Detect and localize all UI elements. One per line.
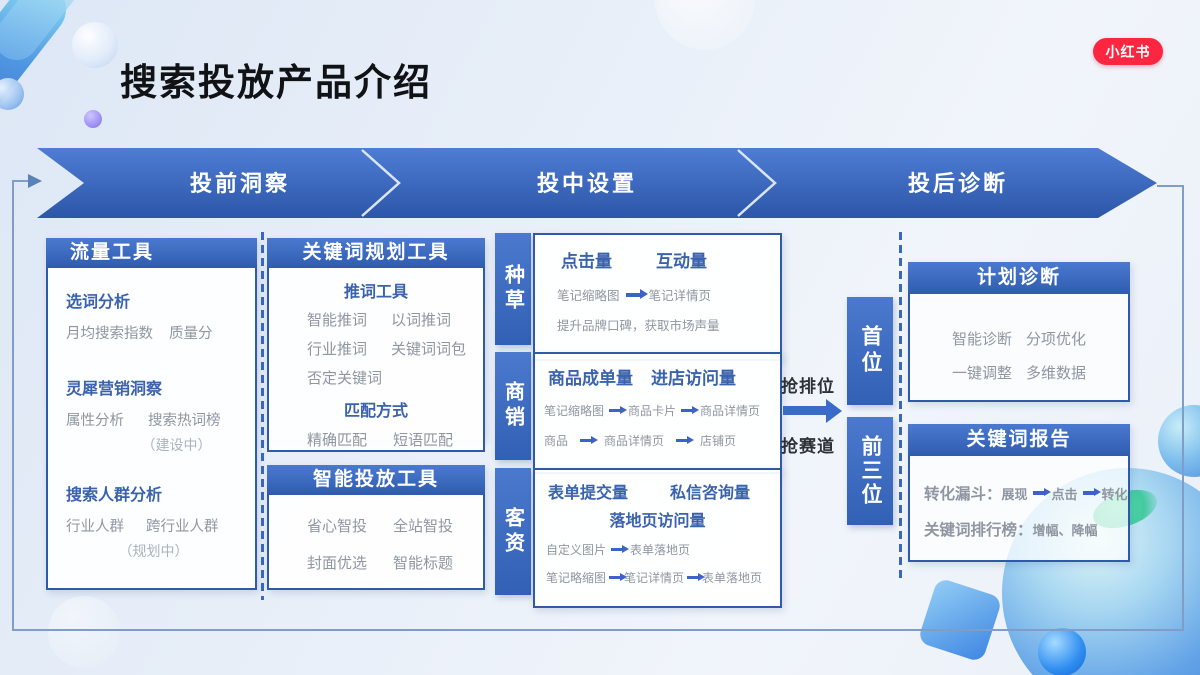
banner-chevron-divider bbox=[737, 149, 777, 217]
stage-in-launch: 投中设置 bbox=[536, 171, 637, 196]
objective-label-commerce: 商销 bbox=[495, 352, 531, 460]
flow-step: 商品详情页 bbox=[700, 404, 761, 418]
stage-post-launch: 投后诊断 bbox=[907, 171, 1008, 196]
keyword-report-header: 关键词报告 bbox=[908, 424, 1130, 456]
flow-step: 自定义图片 bbox=[546, 543, 607, 557]
flow-step: 商品 bbox=[544, 434, 569, 448]
xiaohongshu-logo: 小红书 bbox=[1093, 38, 1163, 65]
metric: 点击量 bbox=[561, 252, 612, 271]
flow-step: 商品详情页 bbox=[604, 434, 665, 448]
plan-diagnosis-header: 计划诊断 bbox=[908, 262, 1130, 294]
tool-item: 关键词词包 bbox=[391, 341, 467, 358]
keyword-report-panel: 关键词报告 转化漏斗： 展现 点击 转化 关键词排行榜： 增幅、降幅 bbox=[908, 424, 1130, 562]
flow-step: 表单落地页 bbox=[702, 571, 763, 585]
arrow-icon bbox=[609, 406, 628, 414]
cycle-loop-line bbox=[12, 180, 1184, 631]
group-title: 匹配方式 bbox=[343, 403, 408, 420]
arrow-icon bbox=[611, 545, 630, 553]
tool-item: 精确匹配 bbox=[307, 432, 368, 449]
arrow-icon bbox=[1082, 488, 1101, 496]
flow-step: 商品卡片 bbox=[628, 404, 677, 418]
tool-item: 属性分析 bbox=[66, 413, 124, 429]
smart-delivery-panel: 智能投放工具 省心智投 全站智投 封面优选 智能标题 bbox=[267, 465, 485, 590]
group-title: 推词工具 bbox=[343, 284, 408, 301]
funnel-label: 转化漏斗： bbox=[924, 486, 1002, 503]
tool-item: 以词推词 bbox=[391, 312, 452, 329]
tool-item: 智能推词 bbox=[307, 312, 368, 329]
grab-rank-label: 抢排位 bbox=[781, 377, 835, 396]
metric: 表单提交量 bbox=[548, 485, 629, 502]
tool-item: 否定关键词 bbox=[307, 370, 383, 387]
traffic-tools-header: 流量工具 bbox=[46, 238, 257, 268]
first-position-box: 首位 bbox=[847, 297, 893, 405]
section-title: 选词分析 bbox=[66, 294, 131, 311]
banner-chevron-divider bbox=[361, 149, 401, 217]
tool-item: 行业人群 bbox=[66, 519, 124, 535]
tool-item: 封面优选 bbox=[307, 555, 368, 572]
banner-arrow-shape bbox=[37, 148, 1157, 218]
flow-step: 笔记详情页 bbox=[648, 289, 712, 303]
page-title: 搜索投放产品介绍 bbox=[120, 62, 432, 103]
keyword-planning-header: 关键词规划工具 bbox=[267, 238, 485, 268]
metric: 互动量 bbox=[656, 252, 707, 271]
tool-item: 一键调整 bbox=[951, 365, 1012, 382]
section-title: 灵犀营销洞察 bbox=[66, 381, 163, 398]
tool-item: 智能标题 bbox=[393, 555, 454, 572]
loop-arrowhead-icon bbox=[28, 174, 42, 188]
ranking-value: 增幅、降幅 bbox=[1032, 522, 1098, 538]
stage-pre-launch: 投前洞察 bbox=[189, 171, 290, 196]
top-three-box: 前三位 bbox=[847, 417, 893, 525]
smart-delivery-header: 智能投放工具 bbox=[267, 465, 485, 495]
arrow-icon bbox=[676, 436, 695, 444]
metric: 进店访问量 bbox=[651, 369, 736, 388]
arrow-icon bbox=[681, 406, 700, 414]
tool-item: 搜索热词榜 bbox=[148, 413, 221, 429]
section-title: 搜索人群分析 bbox=[66, 487, 163, 504]
dashed-divider-right bbox=[899, 232, 902, 580]
tool-item: 短语匹配 bbox=[393, 432, 454, 449]
rank-arrow-icon bbox=[783, 398, 842, 423]
objective-label-seeding: 种草 bbox=[495, 233, 531, 345]
tool-item: 全站智投 bbox=[393, 518, 454, 535]
flow-step: 笔记略缩图 bbox=[546, 571, 607, 585]
tool-item: 多维数据 bbox=[1026, 365, 1087, 382]
tool-item: 月均搜索指数 bbox=[66, 326, 153, 342]
commerce-box: 商品成单量 进店访问量 笔记缩略图 商品卡片 商品详情页 商品 商品详情页 店铺… bbox=[533, 352, 782, 474]
dashed-divider-left bbox=[261, 232, 264, 600]
flow-step: 笔记详情页 bbox=[624, 571, 685, 585]
objective-label-leads: 客资 bbox=[495, 468, 531, 595]
arrow-icon bbox=[1032, 488, 1051, 496]
traffic-tools-panel: 流量工具 选词分析 月均搜索指数 质量分 灵犀营销洞察 属性分析 搜索热词榜 （… bbox=[46, 238, 257, 590]
flow-step: 笔记缩略图 bbox=[557, 289, 620, 303]
funnel-step: 点击 bbox=[1051, 486, 1078, 502]
tool-item: 跨行业人群 bbox=[146, 519, 219, 535]
leads-box: 表单提交量 私信咨询量 落地页访问量 自定义图片 表单落地页 笔记略缩图 笔记详… bbox=[533, 468, 782, 608]
tool-item: 智能诊断 bbox=[951, 331, 1012, 348]
plan-diagnosis-panel: 计划诊断 智能诊断 分项优化 一键调整 多维数据 bbox=[908, 262, 1130, 402]
tool-item: 分项优化 bbox=[1026, 331, 1087, 348]
tool-item: 行业推词 bbox=[307, 341, 368, 358]
ranking-label: 关键词排行榜： bbox=[924, 522, 1033, 539]
funnel-step: 转化 bbox=[1101, 486, 1128, 502]
flow-step: 笔记缩略图 bbox=[544, 404, 605, 418]
status-note: （建设中） bbox=[141, 437, 212, 453]
status-note: （规划中） bbox=[118, 543, 189, 559]
grab-track-label: 抢赛道 bbox=[781, 437, 835, 456]
flow-step: 店铺页 bbox=[700, 434, 737, 448]
keyword-planning-panel: 关键词规划工具 推词工具 智能推词 以词推词 行业推词 关键词词包 否定关键词 … bbox=[267, 238, 485, 452]
funnel-step: 展现 bbox=[1001, 486, 1028, 502]
arrow-icon bbox=[580, 436, 599, 444]
arrow-icon bbox=[687, 573, 706, 581]
tool-item: 省心智投 bbox=[307, 518, 368, 535]
tool-item: 质量分 bbox=[169, 326, 213, 342]
flow-step: 表单落地页 bbox=[630, 543, 691, 557]
arrow-icon bbox=[609, 573, 628, 581]
seeding-box: 点击量 互动量 笔记缩略图 笔记详情页 提升品牌口碑，获取市场声量 bbox=[533, 233, 782, 361]
objective-note: 提升品牌口碑，获取市场声量 bbox=[557, 319, 720, 333]
metric: 私信咨询量 bbox=[670, 485, 751, 502]
metric: 落地页访问量 bbox=[609, 513, 706, 530]
arrow-icon bbox=[625, 289, 648, 299]
metric: 商品成单量 bbox=[548, 369, 633, 388]
